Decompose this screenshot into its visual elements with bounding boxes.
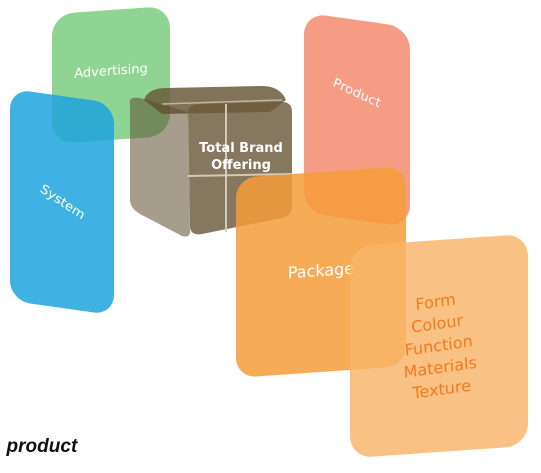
caption-fragment: , product <box>0 436 78 457</box>
center-label-line1: Total Brand <box>199 141 283 156</box>
system-panel: System <box>10 88 114 316</box>
cube-seam-top <box>161 99 283 105</box>
product-label: Product <box>331 75 383 112</box>
center-label-line2: Offering <box>211 158 271 173</box>
attributes-panel: Form Colour Function Materials Texture <box>350 233 528 459</box>
brand-cube <box>122 82 302 242</box>
cube-left-face <box>129 97 190 237</box>
cube-graphic <box>129 86 293 237</box>
attributes-list: Form Colour Function Materials Texture <box>399 286 480 405</box>
center-label: Total Brand Offering <box>186 140 296 174</box>
package-label: Package <box>287 258 355 282</box>
system-label: System <box>37 181 87 223</box>
advertising-label: Advertising <box>74 61 148 82</box>
